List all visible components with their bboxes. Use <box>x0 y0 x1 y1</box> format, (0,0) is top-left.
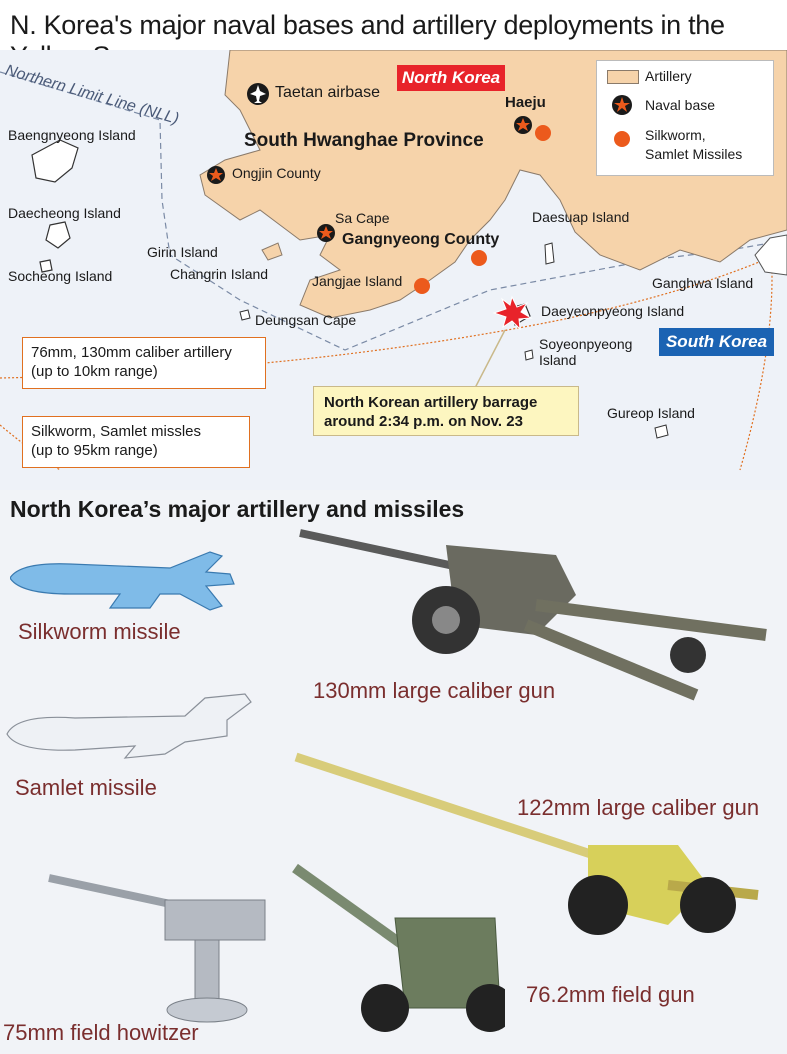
naval-base-icon-haeju <box>514 116 532 134</box>
soyeonpyeong-island-shape <box>524 349 534 361</box>
barrage-note-text-1: North Korean artillery barrage <box>324 394 538 411</box>
daesuap-island-shape <box>544 242 555 265</box>
baengnyeong-island-shape <box>31 139 79 183</box>
changrin-label: Changrin Island <box>170 266 269 282</box>
daecheong-label: Daecheong Island <box>8 205 121 221</box>
naval-base-legend-icon <box>612 95 632 115</box>
airbase-label: Taetan airbase <box>275 84 380 101</box>
ongjin-label: Ongjin County <box>232 165 321 181</box>
missile-range-text-2: (up to 95km range) <box>31 442 158 459</box>
sa-cape-label: Sa Cape <box>335 210 390 226</box>
province-label: South Hwanghae Province <box>244 130 484 151</box>
ganghwa-label: Ganghwa Island <box>652 275 754 291</box>
legend-artillery: Artillery <box>645 68 692 84</box>
gun-130mm-icon <box>299 529 767 701</box>
socheong-label: Socheong Island <box>8 268 113 284</box>
gun-130mm-label: 130mm large caliber gun <box>313 678 556 703</box>
daecheong-island-shape <box>45 221 71 249</box>
deungsan-label: Deungsan Cape <box>255 312 357 328</box>
title-bar: N. Korea's major naval bases and artille… <box>0 0 787 71</box>
silkworm-label: Silkworm missile <box>18 619 181 644</box>
daesuap-label: Daesuap Island <box>532 209 630 225</box>
artillery-range-text-2: (up to 10km range) <box>31 363 158 380</box>
missile-range-text-1: Silkworm, Samlet missles <box>31 423 202 440</box>
howitzer-75mm-label: 75mm field howitzer <box>3 1020 199 1045</box>
naval-base-icon-ongjin <box>207 166 225 184</box>
barrage-burst-icon <box>492 295 533 331</box>
deungsan-islet <box>239 309 251 321</box>
barrage-note-text-2: around 2:34 p.m. on Nov. 23 <box>324 413 523 430</box>
artillery-swatch <box>607 70 639 84</box>
samlet-missile-icon <box>6 693 252 759</box>
south-korea-tag: South Korea <box>659 328 774 356</box>
girin-label: Girin Island <box>147 244 218 260</box>
missile-site-jangjae <box>414 278 430 294</box>
ganghwa-coast <box>754 234 787 276</box>
missile-range-box: Silkworm, Samlet missles (up to 95km ran… <box>22 416 250 468</box>
missile-site-haeju <box>535 125 551 141</box>
legend-missiles-1: Silkworm, <box>645 127 706 143</box>
missile-range-line-east <box>739 239 773 471</box>
barrage-note: North Korean artillery barrage around 2:… <box>313 386 579 436</box>
artillery-range-box: 76mm, 130mm caliber artillery (up to 10k… <box>22 337 266 389</box>
weapons-section-title: North Korea’s major artillery and missil… <box>10 496 465 522</box>
airplane-glyph <box>250 85 266 103</box>
baengnyeong-label: Baengnyeong Island <box>8 127 136 143</box>
gun-76mm-label: 76.2mm field gun <box>526 982 695 1007</box>
barrage-pointer <box>474 329 506 389</box>
legend-missiles-2: Samlet Missiles <box>645 146 743 162</box>
haeju-label: Haeju <box>505 94 546 111</box>
jangjae-label: Jangjae Island <box>312 273 403 289</box>
naval-base-icon-sa-cape <box>317 224 335 242</box>
missile-legend-icon <box>614 131 630 147</box>
soyeonpyeong-label-1: Soyeonpyeong <box>539 336 633 352</box>
soyeonpyeong-label-2: Island <box>539 352 577 368</box>
gangnyeong-label: Gangnyeong County <box>342 231 500 248</box>
gun-122mm-icon <box>294 752 759 935</box>
north-korea-tag: North Korea <box>397 65 505 91</box>
daeyeonpyeong-label: Daeyeonpyeong Island <box>541 303 685 319</box>
gureop-island-shape <box>654 424 669 439</box>
socheong-island-shape <box>39 259 53 273</box>
gun-122mm-label: 122mm large caliber gun <box>517 795 760 820</box>
nll-line <box>0 71 787 351</box>
changrin-island-shape <box>261 242 283 261</box>
missile-site-gangnyeong <box>471 250 487 266</box>
silkworm-missile-icon <box>10 551 235 611</box>
legend-naval-base: Naval base <box>645 97 716 113</box>
artillery-range-line <box>0 249 787 379</box>
gun-76mm-icon <box>292 863 505 1032</box>
map-legend: Artillery Naval base Silkworm, Samlet Mi… <box>596 60 774 176</box>
artillery-range-text-1: 76mm, 130mm caliber artillery <box>31 344 232 361</box>
gureop-label: Gureop Island <box>607 405 695 421</box>
howitzer-75mm-icon <box>48 874 266 1023</box>
samlet-label: Samlet missile <box>15 775 157 800</box>
